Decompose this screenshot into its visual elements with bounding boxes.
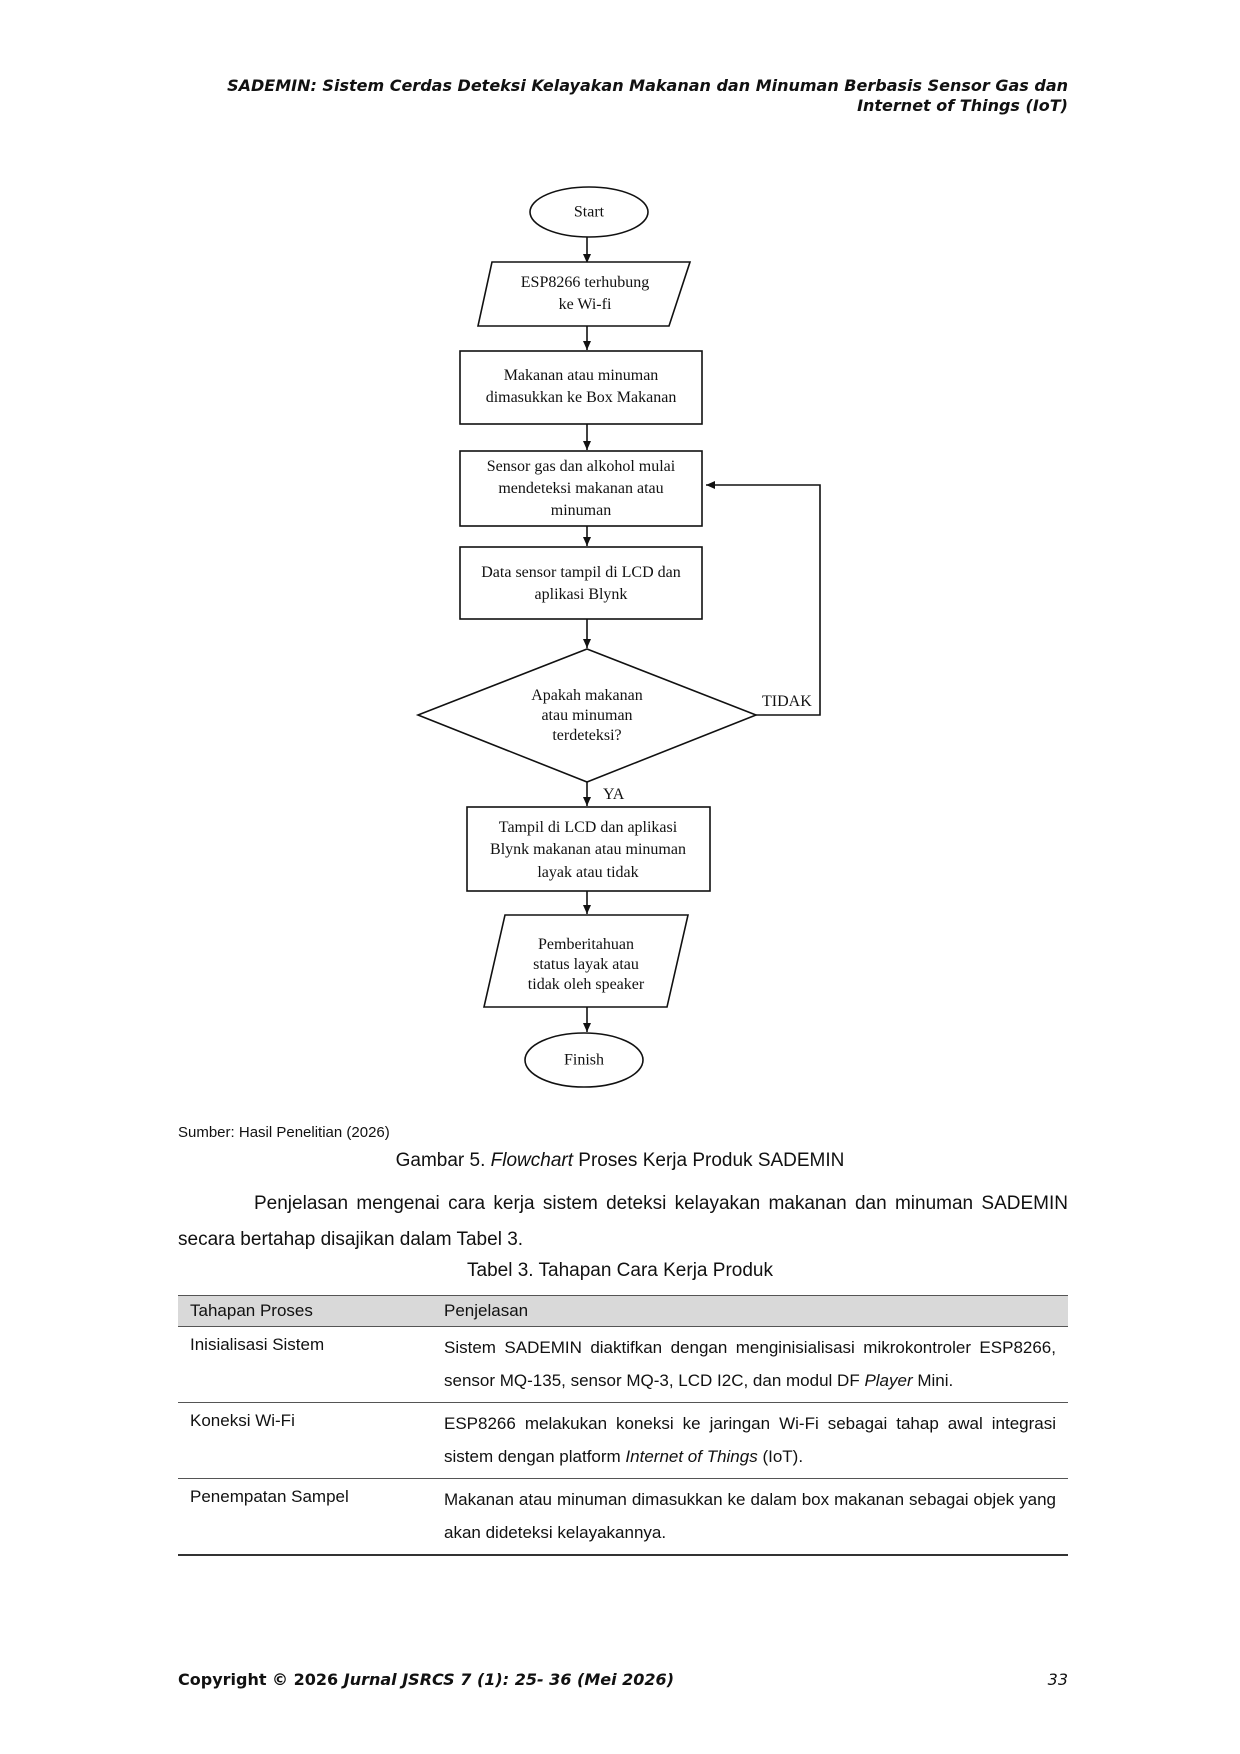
running-header-line2: Internet of Things (IoT) [857, 96, 1068, 115]
flow-output-speaker-line3: tidak oleh speaker [528, 976, 645, 993]
flow-decision-detected: Apakah makanan atau minuman terdeteksi? [415, 648, 759, 783]
table-cell-description: Makanan atau minuman dimasukkan ke dalam… [432, 1478, 1068, 1556]
flow-finish-label: Finish [564, 1052, 604, 1069]
table-cell-description-text: Sistem SADEMIN diaktifkan dengan mengini… [444, 1338, 1056, 1390]
flow-output-speaker-line2: status layak atau [533, 956, 639, 973]
table-cell-description-italic: Internet of Things [625, 1447, 758, 1466]
figure-caption-italic: Flowchart [490, 1150, 574, 1171]
table-cell-description-end: Mini. [912, 1371, 954, 1390]
figure-caption-prefix: Gambar 5. [395, 1150, 491, 1171]
table-cell-stage: Penempatan Sampel [178, 1478, 432, 1556]
flow-process-show-result: Tampil di LCD dan aplikasi Blynk makanan… [466, 806, 711, 892]
figure-caption-suffix: Proses Kerja Produk SADEMIN [573, 1150, 845, 1171]
flow-process-display-data-line1: Data sensor tampil di LCD dan [481, 564, 681, 581]
table-cell-description-text: ESP8266 melakukan koneksi ke jaringan Wi… [444, 1414, 1056, 1466]
flow-label-no: TIDAK [762, 693, 812, 710]
flow-start-label: Start [574, 204, 605, 221]
flow-decision-line3: terdeteksi? [552, 727, 621, 744]
flow-input-wifi: ESP8266 terhubung ke Wi-fi [477, 261, 692, 327]
flow-process-sensor-detect-line3: minuman [551, 502, 611, 519]
table-cell-stage: Inisialisasi Sistem [178, 1326, 432, 1403]
table-cell-description-text: Makanan atau minuman dimasukkan ke dalam… [444, 1490, 1056, 1542]
running-header-line1: SADEMIN: Sistem Cerdas Deteksi Kelayakan… [227, 76, 1068, 95]
page-number: 33 [1047, 1670, 1068, 1689]
flow-start-terminator: Start [529, 186, 649, 238]
flow-process-show-result-line1: Tampil di LCD dan aplikasi [499, 819, 678, 836]
flow-output-speaker: Pemberitahuan status layak atau tidak ol… [482, 914, 690, 1008]
table-row: Inisialisasi Sistem Sistem SADEMIN diakt… [178, 1326, 1068, 1403]
table-cell-description-italic: Player [864, 1371, 913, 1390]
flow-process-show-result-line3: layak atau tidak [537, 864, 638, 881]
table-cell-description: Sistem SADEMIN diaktifkan dengan mengini… [432, 1326, 1068, 1403]
table-cell-stage: Koneksi Wi-Fi [178, 1402, 432, 1479]
table-header-stage: Tahapan Proses [178, 1295, 432, 1327]
flowchart: Start ESP8266 terhubung ke Wi-fi Makanan… [415, 186, 821, 1088]
flow-finish-terminator: Finish [524, 1032, 644, 1088]
process-stages-table: Tahapan Proses Penjelasan Inisialisasi S… [178, 1295, 1068, 1556]
flow-decision-line1: Apakah makanan [531, 687, 643, 704]
flow-process-show-result-line2: Blynk makanan atau minuman [490, 841, 686, 858]
flow-process-display-data-line2: aplikasi Blynk [535, 586, 628, 603]
table-cell-description: ESP8266 melakukan koneksi ke jaringan Wi… [432, 1402, 1068, 1479]
figure-source: Sumber: Hasil Penelitian (2026) [178, 1124, 390, 1141]
flow-output-speaker-line1: Pemberitahuan [538, 936, 634, 953]
flow-process-sensor-detect-line1: Sensor gas dan alkohol mulai [487, 458, 676, 475]
table-row: Koneksi Wi-Fi ESP8266 melakukan koneksi … [178, 1402, 1068, 1479]
flow-process-insert-food-line2: dimasukkan ke Box Makanan [486, 389, 677, 406]
flow-process-sensor-detect-line2: mendeteksi makanan atau [498, 480, 663, 497]
table-cell-description-end: (IoT). [757, 1447, 804, 1466]
running-header: SADEMIN: Sistem Cerdas Deteksi Kelayakan… [227, 76, 1068, 116]
body-paragraph: Penjelasan mengenai cara kerja sistem de… [178, 1193, 1068, 1250]
table-row: Penempatan Sampel Makanan atau minuman d… [178, 1478, 1068, 1556]
flow-input-wifi-line1: ESP8266 terhubung [521, 274, 649, 291]
flow-process-display-data: Data sensor tampil di LCD dan aplikasi B… [459, 546, 703, 620]
footer-copyright: Copyright © 2026 [178, 1670, 344, 1689]
footer-journal: Jurnal JSRCS 7 (1): 25- 36 (Mei 2026) [343, 1670, 674, 1689]
flow-process-insert-food-line1: Makanan atau minuman [504, 367, 659, 384]
table-header-row: Tahapan Proses Penjelasan [178, 1295, 1068, 1327]
flow-input-wifi-line2: ke Wi-fi [559, 296, 612, 313]
table-header-description: Penjelasan [432, 1295, 1068, 1327]
table-caption: Tabel 3. Tahapan Cara Kerja Produk [467, 1260, 773, 1281]
page-footer: Copyright © 2026 Jurnal JSRCS 7 (1): 25-… [178, 1670, 1068, 1689]
flow-arrow-no-loop [706, 481, 821, 716]
flow-process-sensor-detect: Sensor gas dan alkohol mulai mendeteksi … [459, 450, 703, 527]
flow-process-insert-food: Makanan atau minuman dimasukkan ke Box M… [459, 350, 703, 425]
flow-label-yes: YA [603, 786, 625, 803]
flow-decision-line2: atau minuman [541, 707, 632, 724]
figure-caption: Gambar 5. Flowchart Proses Kerja Produk … [0, 1150, 1240, 1172]
